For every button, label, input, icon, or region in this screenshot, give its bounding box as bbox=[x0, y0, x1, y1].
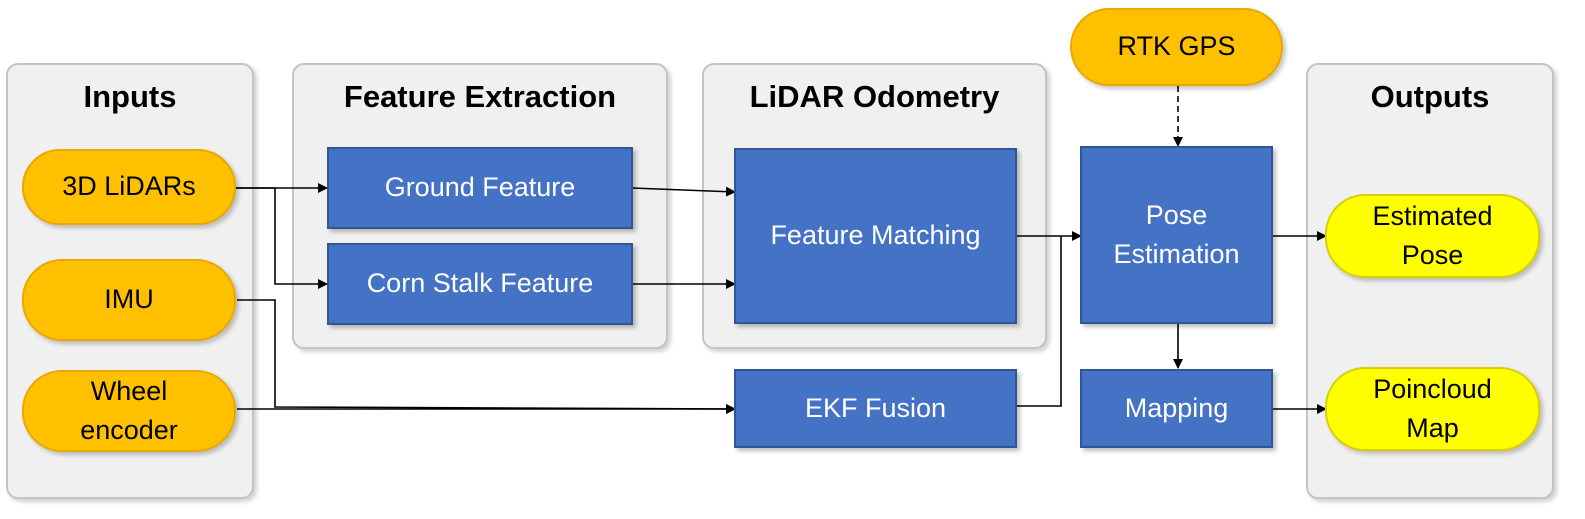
ground-feature-label: Ground Feature bbox=[384, 172, 576, 203]
feature-extraction-panel-title: Feature Extraction bbox=[343, 79, 617, 114]
outputs-panel-title: Outputs bbox=[1370, 79, 1490, 114]
pointcloud-map-label: Poincloud Map bbox=[1373, 373, 1492, 443]
estimated-pose-label: Estimated Pose bbox=[1372, 200, 1493, 270]
edge-ground-to-matching bbox=[631, 186, 736, 197]
rtk-gps-node: RTK GPS bbox=[1070, 8, 1283, 86]
estimated-pose-node: Estimated Pose bbox=[1325, 194, 1540, 278]
ekf-fusion-label: EKF Fusion bbox=[804, 392, 947, 423]
ground-feature-node: Ground Feature bbox=[327, 147, 633, 229]
feature-matching-label: Feature Matching bbox=[770, 220, 981, 251]
wheel-encoder-node: Wheel encoder bbox=[22, 370, 236, 452]
imu-label: IMU bbox=[104, 284, 154, 315]
pose-estimation-label: Pose Estimation bbox=[1113, 199, 1240, 269]
ekf-fusion-node: EKF Fusion bbox=[734, 369, 1017, 448]
edge-ekf-to-pose bbox=[1017, 236, 1062, 407]
edge-imu-to-ekf bbox=[237, 299, 736, 414]
pointcloud-map-node: Poincloud Map bbox=[1325, 367, 1540, 451]
rtk-gps-label: RTK GPS bbox=[1117, 31, 1236, 62]
lidar-odometry-panel-title: LiDAR Odometry bbox=[749, 79, 1000, 114]
mapping-node: Mapping bbox=[1080, 369, 1273, 448]
lidars-label: 3D LiDARs bbox=[62, 171, 196, 202]
lidars-node: 3D LiDARs bbox=[22, 149, 236, 225]
corn-stalk-feature-node: Corn Stalk Feature bbox=[327, 243, 633, 325]
wheel-encoder-label: Wheel encoder bbox=[80, 375, 178, 445]
pose-estimation-node: Pose Estimation bbox=[1080, 146, 1273, 324]
mapping-label: Mapping bbox=[1124, 392, 1229, 423]
corn-stalk-feature-label: Corn Stalk Feature bbox=[366, 268, 594, 299]
feature-matching-node: Feature Matching bbox=[734, 148, 1017, 324]
imu-node: IMU bbox=[22, 259, 236, 341]
inputs-panel-title: Inputs bbox=[83, 79, 177, 114]
edge-lidars-to-corn bbox=[235, 187, 328, 289]
